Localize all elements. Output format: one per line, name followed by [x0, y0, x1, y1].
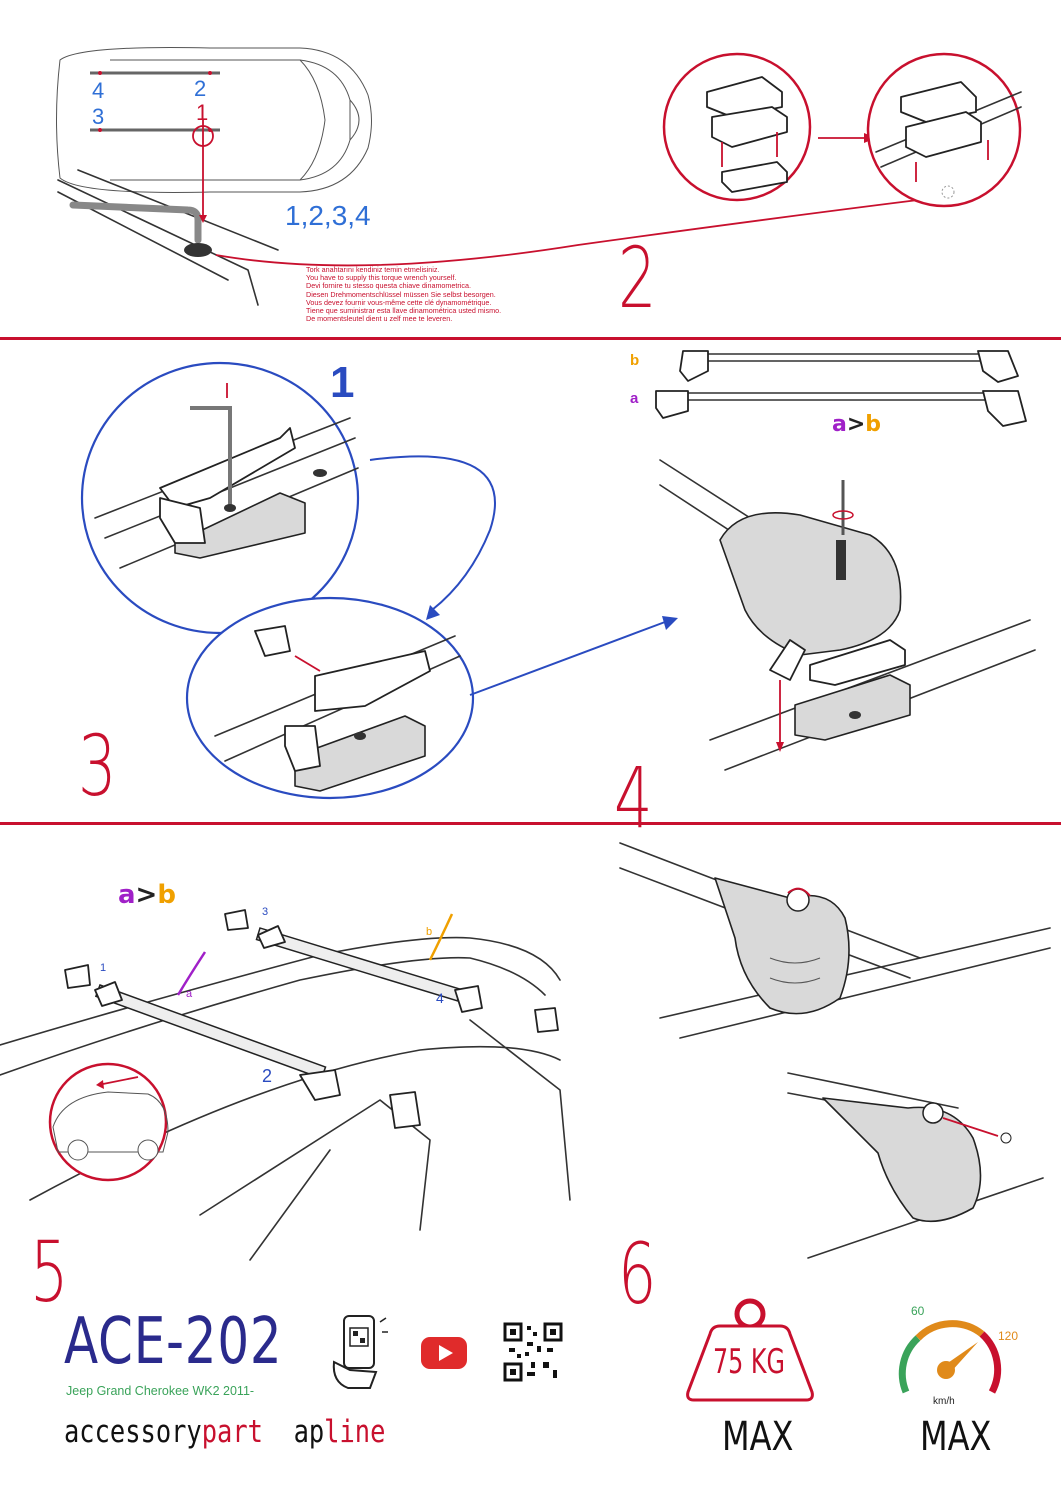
speed-unit: km/h: [933, 1396, 955, 1407]
step-number-6: 6: [618, 1225, 657, 1323]
order-gt: >: [846, 412, 866, 437]
step-number-5: 5: [30, 1223, 69, 1321]
step-number-4: 4: [614, 749, 653, 847]
torque-warning-line: Tork anahtarını kendiniz temin etmelisin…: [306, 265, 440, 274]
bar-label-b: b: [426, 926, 433, 938]
bar-position-4: 4: [92, 78, 105, 103]
torque-warning: Tork anahtarını kendiniz temin etmelisin…: [306, 265, 606, 324]
foot-mounting-illustration: [659, 459, 1036, 771]
vehicle-name: Jeep Grand Cherokee WK2 2011-: [66, 1384, 255, 1398]
order-a-greater-b: a>b: [832, 412, 881, 437]
order-a: a: [832, 412, 847, 437]
step-number-3: 3: [78, 717, 117, 815]
bar-label-a: a: [186, 988, 193, 1000]
speed-max-label: MAX: [920, 1414, 992, 1460]
brand-part: accessory: [64, 1414, 202, 1450]
weight-value: 75 KG: [713, 1342, 785, 1382]
connector-curve-blue: [369, 455, 496, 620]
rail-hex-key-illustration: [57, 120, 919, 306]
bar-position-4-label: 4: [436, 990, 444, 1006]
brand-name: accessorypart apline: [64, 1414, 385, 1450]
qr-code-icon[interactable]: [503, 1322, 563, 1382]
car-direction-inset: [48, 1062, 169, 1182]
bar-position-3: 3: [92, 104, 105, 129]
weight-icon: [686, 1298, 814, 1402]
brand-part: ap: [293, 1414, 325, 1450]
bar-position-1: 1: [196, 100, 209, 125]
phone-scan-icon: [332, 1315, 388, 1389]
torque-warning-line: Vous devez fournir vous-même cette clé d…: [306, 297, 492, 307]
sequence-label: 1,2,3,4: [285, 200, 371, 231]
bar-position-2-label: 2: [262, 1066, 273, 1086]
bar-label-b: b: [630, 352, 640, 369]
torque-warning-line: Diesen Drehmomentschlüssel müssen Sie se…: [306, 289, 496, 299]
step-number-2: 2: [618, 229, 657, 327]
order-gt: >: [135, 880, 158, 910]
lock-cover-illustration-1: [619, 842, 1051, 1039]
model-number: ACE-202: [64, 1305, 283, 1379]
connector-arrow-blue: [469, 616, 678, 696]
brand-part: part: [201, 1414, 263, 1450]
order-b: b: [865, 412, 882, 437]
speed-120-label: 120: [998, 1329, 1019, 1343]
clamp-detail-blue-circle-1: [80, 361, 360, 635]
torque-warning-line: De momentsleutel dient u zelf mee te lev…: [306, 314, 453, 324]
torque-warning-line: Devi fornire tu stesso questa chiave din…: [306, 281, 471, 291]
torque-warning-line: Tiene que suministrar esta llave dinamom…: [306, 306, 502, 316]
brand-part: line: [324, 1414, 386, 1450]
lock-cover-illustration-2: [787, 1072, 1044, 1259]
clamp-detail-circle-1: [662, 52, 812, 202]
clamp-detail-circle-2: [866, 52, 1022, 208]
roof-bars-comparison: [655, 350, 1027, 427]
bar-position-1-label: 1: [100, 962, 107, 974]
sub-step-number-1: 1: [330, 358, 355, 407]
speed-60-label: 60: [911, 1304, 925, 1318]
torque-warning-line: You have to supply this torque wrench yo…: [306, 273, 457, 283]
weight-max-label: MAX: [722, 1414, 794, 1460]
clamp-detail-blue-circle-2: [185, 596, 475, 800]
bar-position-2: 2: [194, 76, 207, 101]
divider-line: [0, 822, 1061, 825]
car-roof-bars-illustration: [0, 909, 571, 1261]
speedometer-icon: [898, 1320, 1002, 1394]
order-a: a: [118, 880, 136, 910]
bar-label-a: a: [630, 390, 639, 407]
bar-position-3-label: 3: [262, 906, 269, 918]
order-a-greater-b: a>b: [118, 880, 176, 910]
divider-line: [0, 337, 1061, 340]
order-b: b: [157, 880, 176, 910]
youtube-icon[interactable]: [421, 1337, 467, 1369]
